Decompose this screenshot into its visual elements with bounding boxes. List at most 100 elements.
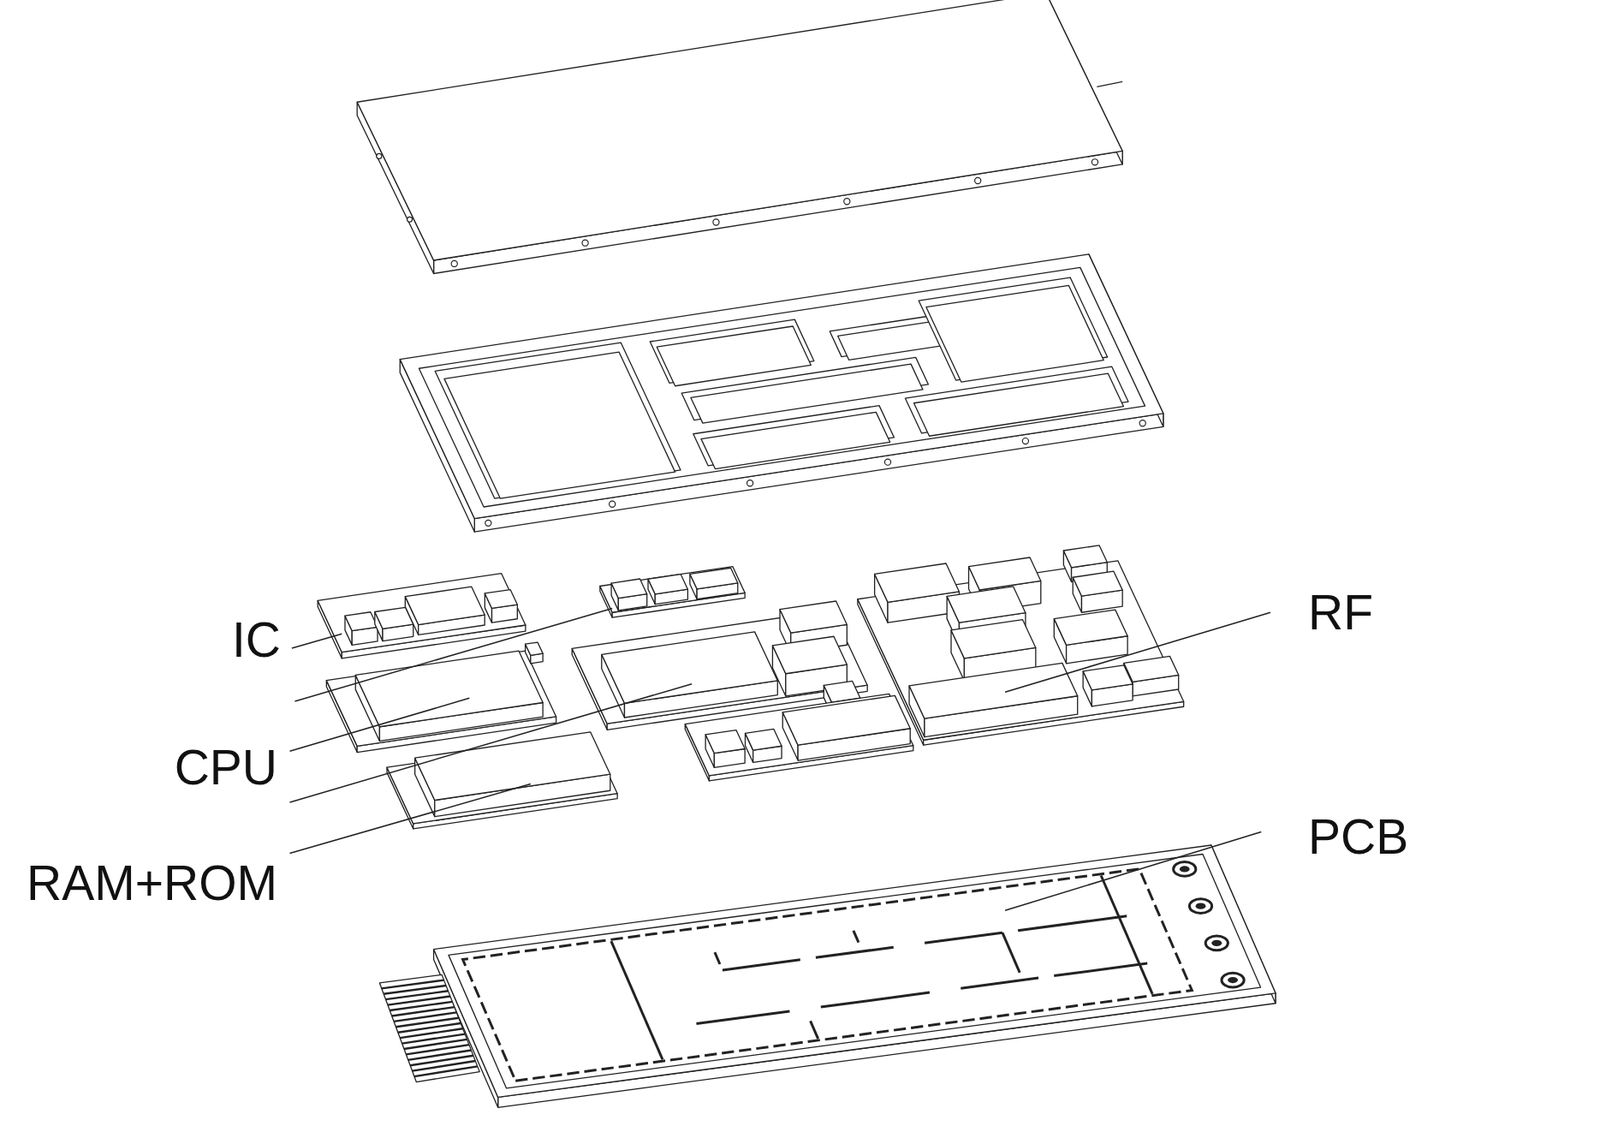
screw-hole bbox=[485, 519, 492, 526]
pcb-slot bbox=[853, 930, 859, 943]
component-top bbox=[946, 586, 1026, 623]
screw-hole bbox=[451, 260, 458, 267]
screw-hole bbox=[376, 153, 382, 159]
component-top bbox=[484, 589, 518, 609]
component-top bbox=[951, 619, 1036, 659]
component-top bbox=[611, 578, 648, 599]
pcb-slot bbox=[820, 992, 930, 1007]
screw-hole bbox=[407, 216, 413, 222]
frame-top bbox=[399, 254, 1164, 519]
component-top bbox=[779, 600, 847, 633]
screw-pad-hole bbox=[1195, 903, 1207, 910]
pcb-slot bbox=[1053, 963, 1148, 976]
component-top bbox=[1072, 571, 1123, 596]
screw-hole bbox=[1091, 159, 1098, 166]
leader-line bbox=[290, 783, 531, 853]
leader-line bbox=[290, 697, 470, 751]
screw-hole bbox=[1022, 438, 1029, 445]
component-top bbox=[1082, 665, 1133, 690]
component-top bbox=[344, 612, 378, 631]
leader-line bbox=[1005, 832, 1261, 911]
leader-line bbox=[294, 607, 613, 701]
component-top bbox=[684, 693, 914, 776]
component-top bbox=[689, 567, 738, 589]
screw-pad-hole bbox=[1211, 939, 1222, 946]
pcb-slot bbox=[722, 959, 801, 970]
screw-pad bbox=[1221, 972, 1244, 988]
component-top bbox=[326, 650, 556, 746]
part-label: RAM+ROM bbox=[26, 858, 278, 908]
pcb-slot bbox=[1017, 915, 1127, 931]
screw-pad bbox=[1205, 935, 1228, 951]
pcb-edge-vias bbox=[463, 868, 1193, 1081]
component-top bbox=[1053, 609, 1128, 645]
screw-pad bbox=[1189, 898, 1212, 914]
connector-finger bbox=[414, 1065, 478, 1077]
connector-finger bbox=[410, 1055, 474, 1066]
leader-line bbox=[291, 633, 342, 649]
pcb-slot bbox=[1002, 932, 1020, 973]
top-cover bbox=[356, 0, 1123, 274]
components bbox=[317, 545, 1184, 829]
screw-pad-hole bbox=[1179, 865, 1190, 872]
component-top bbox=[857, 560, 1184, 740]
screw-hole bbox=[844, 198, 851, 205]
screw-pad-hole bbox=[1227, 976, 1238, 983]
leader-line bbox=[290, 684, 693, 803]
component-top bbox=[1124, 655, 1179, 682]
component-top bbox=[909, 662, 1078, 719]
part-label: IC bbox=[231, 615, 281, 665]
pcb-slot bbox=[695, 1011, 790, 1024]
frame-pocket bbox=[434, 342, 681, 499]
cover-top bbox=[356, 0, 1123, 261]
cover-tick bbox=[1096, 81, 1123, 87]
component-top bbox=[355, 650, 543, 727]
pcb-slot bbox=[924, 932, 1003, 943]
pcb-slot bbox=[611, 940, 663, 1059]
pocket-floor bbox=[701, 411, 891, 469]
component-top bbox=[772, 636, 847, 674]
component-top bbox=[705, 730, 745, 754]
pcb-top bbox=[434, 844, 1276, 1097]
component-top bbox=[525, 642, 544, 655]
pocket-floor bbox=[444, 351, 676, 499]
pcb-slot bbox=[815, 946, 894, 958]
pcb-slot bbox=[1100, 875, 1153, 994]
pcb-board bbox=[379, 844, 1276, 1107]
component-top bbox=[969, 557, 1041, 590]
component-top bbox=[415, 731, 611, 801]
frame-rim bbox=[418, 267, 1145, 507]
pcb-slot bbox=[810, 1020, 819, 1039]
screw-hole bbox=[747, 480, 754, 487]
connector-finger bbox=[412, 1060, 476, 1071]
part-label: RF bbox=[1308, 588, 1374, 637]
component-top bbox=[782, 695, 911, 745]
component-top bbox=[601, 631, 778, 703]
pcb-slot bbox=[960, 977, 1039, 988]
screw-hole bbox=[975, 177, 982, 184]
screw-hole bbox=[713, 219, 720, 226]
component-top bbox=[648, 574, 688, 595]
pcb-slot bbox=[714, 951, 720, 964]
screw-hole bbox=[582, 239, 589, 246]
part-label: CPU bbox=[174, 743, 278, 792]
leader-lines bbox=[290, 607, 1271, 911]
screw-pad bbox=[1173, 862, 1196, 877]
screw-hole bbox=[609, 500, 616, 507]
leader-line bbox=[1005, 612, 1271, 692]
part-label: PCB bbox=[1308, 812, 1409, 862]
pocket-floor bbox=[914, 373, 1125, 436]
component-top bbox=[600, 566, 745, 613]
component-top bbox=[317, 573, 526, 653]
component-top bbox=[1063, 545, 1107, 568]
pcb-rim bbox=[448, 853, 1261, 1088]
pocket-floor bbox=[926, 285, 1104, 382]
component-top bbox=[404, 586, 485, 625]
component-top bbox=[744, 728, 782, 750]
screw-hole bbox=[1139, 420, 1146, 427]
connector-finger bbox=[408, 1049, 472, 1059]
screw-hole bbox=[884, 458, 891, 465]
pocket-floor bbox=[656, 326, 811, 387]
